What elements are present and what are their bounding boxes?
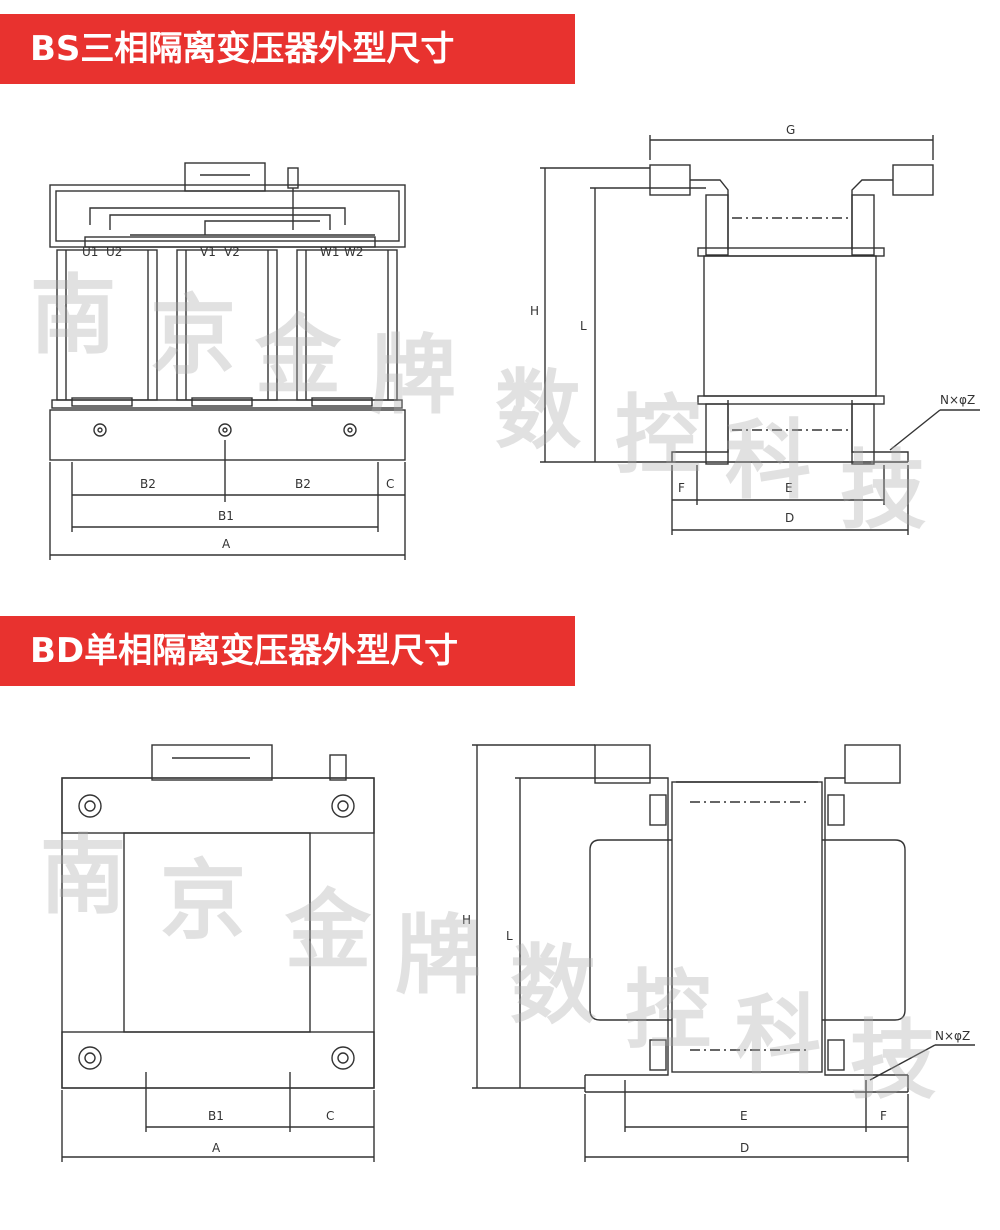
bd-dim-b1: B1 bbox=[208, 1109, 224, 1123]
bd-dim-nz: N×φZ bbox=[935, 1029, 970, 1043]
bs-three-phase-drawing: U1 U2 V1 V2 W1 W2 B2 B2 C B1 A G H L F E… bbox=[49, 123, 980, 560]
bs-dim-l: L bbox=[580, 319, 587, 333]
bd-dim-h: H bbox=[462, 913, 471, 927]
bs-dim-b2-left: B2 bbox=[140, 477, 156, 491]
bd-dim-a: A bbox=[212, 1141, 221, 1155]
bs-coil-u bbox=[56, 249, 158, 401]
bd-single-phase-drawing: B1 C A H L E F D N×φZ bbox=[61, 744, 975, 1162]
bs-dim-f: F bbox=[678, 481, 685, 495]
bs-terminal-u2: U2 bbox=[106, 245, 122, 259]
bs-dim-b1: B1 bbox=[218, 509, 234, 523]
bd-dim-f: F bbox=[880, 1109, 887, 1123]
bd-bolt bbox=[329, 754, 347, 781]
bs-side-bracket-right bbox=[892, 164, 934, 196]
bs-terminal-w2: W2 bbox=[344, 245, 364, 259]
bs-terminal-v1: V1 bbox=[200, 245, 216, 259]
bs-dim-e: E bbox=[785, 481, 793, 495]
bd-core-outline bbox=[61, 777, 375, 1089]
bs-dim-d: D bbox=[785, 511, 794, 525]
bs-dim-g: G bbox=[786, 123, 795, 137]
bs-dim-h: H bbox=[530, 304, 539, 318]
bd-dim-l: L bbox=[506, 929, 513, 943]
bs-dim-b2-right: B2 bbox=[295, 477, 311, 491]
bs-base bbox=[49, 409, 406, 461]
bd-dim-c: C bbox=[326, 1109, 334, 1123]
bs-title-banner: BS三相隔离变压器外型尺寸 bbox=[0, 14, 575, 84]
bs-dim-nz: N×φZ bbox=[940, 393, 975, 407]
bs-dim-c: C bbox=[386, 477, 394, 491]
bd-side-bracket-right bbox=[844, 744, 901, 784]
bs-terminal-block bbox=[184, 162, 266, 192]
bd-dim-d: D bbox=[740, 1141, 749, 1155]
bd-side-core bbox=[671, 781, 823, 1073]
bs-terminal-w1: W1 bbox=[320, 245, 340, 259]
bs-coil-v bbox=[176, 249, 278, 401]
bd-side-bracket-left bbox=[594, 744, 651, 784]
bs-side-bracket-left bbox=[649, 164, 691, 196]
bs-coil-w bbox=[296, 249, 398, 401]
bd-dim-e: E bbox=[740, 1109, 748, 1123]
bs-dim-a: A bbox=[222, 537, 231, 551]
bs-terminal-v2: V2 bbox=[224, 245, 240, 259]
bs-terminal-u1: U1 bbox=[82, 245, 98, 259]
bd-terminal-block bbox=[151, 744, 273, 781]
bd-title-banner: BD单相隔离变压器外型尺寸 bbox=[0, 616, 575, 686]
bs-side-coil bbox=[703, 255, 877, 397]
bd-window bbox=[123, 832, 311, 1033]
